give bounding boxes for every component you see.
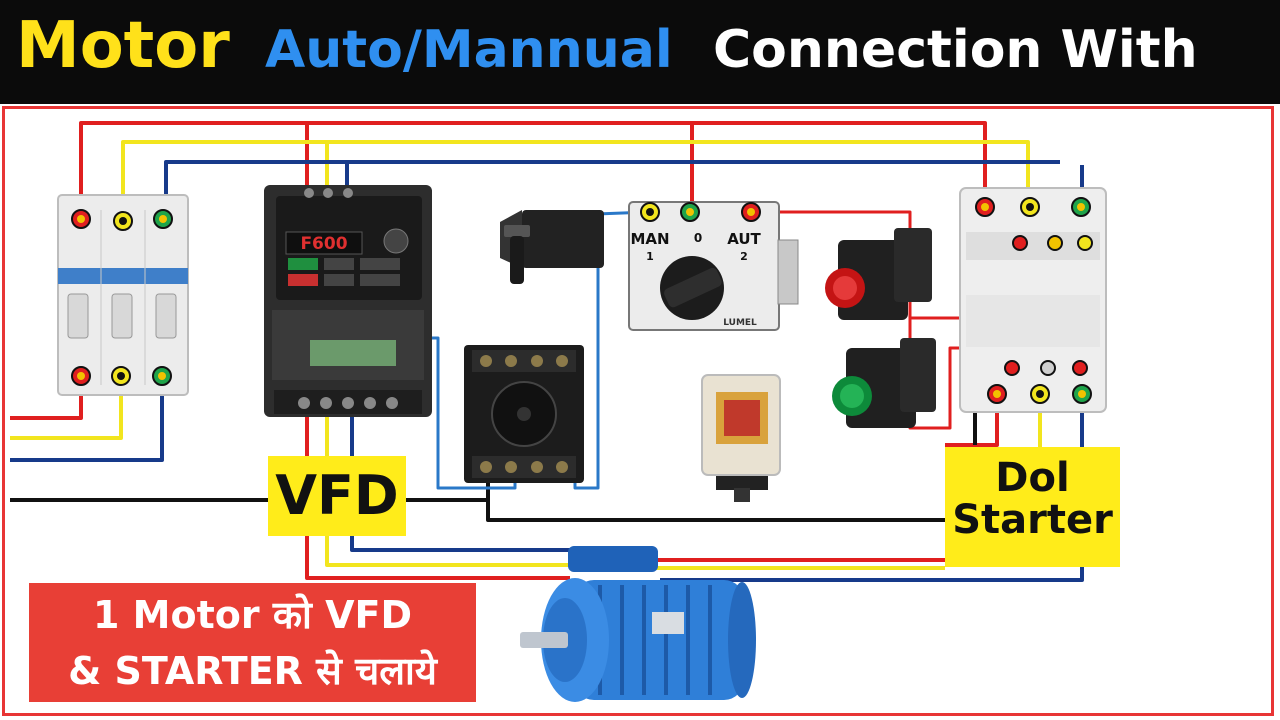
relay-base	[464, 345, 584, 483]
induction-motor	[520, 546, 756, 702]
dol-label-line2: Starter	[952, 497, 1113, 543]
dol-starter-label: Dol Starter	[945, 447, 1120, 567]
green-pushbutton	[832, 338, 936, 428]
selector-switch: MAN 0 AUT 1 2 LUMEL	[628, 201, 799, 331]
mcb-breaker	[57, 194, 189, 396]
yellow-wire-top	[121, 140, 1030, 215]
title-word-motor: Motor	[16, 9, 230, 83]
title-banner: Motor Auto/Mannual Connection With	[0, 0, 1280, 104]
dol-contactor	[959, 187, 1107, 413]
selector-label-aut: AUT	[727, 230, 761, 248]
ice-cube-relay	[701, 374, 781, 502]
red-wire-top	[79, 121, 987, 213]
vfd-out-blue	[350, 405, 580, 552]
diagram-frame	[2, 106, 1274, 716]
incoming-yellow	[10, 378, 123, 440]
dol-label-line1: Dol	[995, 455, 1070, 501]
vfd-label: VFD	[268, 456, 406, 536]
vfd-drive: F600	[264, 185, 432, 417]
promo-line1: 1 Motor को VFD	[93, 593, 412, 637]
promo-line2: & STARTER से चलाये	[68, 649, 437, 693]
vfd-display-readout: F600	[300, 234, 347, 254]
title-word-connection: Connection With	[713, 20, 1198, 80]
title-word-auto-manual: Auto/Mannual	[265, 20, 673, 80]
selector-label-man: MAN	[630, 230, 669, 248]
incoming-blue	[10, 378, 164, 462]
wires	[10, 121, 1084, 582]
black-control-wire	[406, 498, 945, 522]
selector-knob	[500, 210, 604, 284]
selector-brand: LUMEL	[723, 318, 757, 328]
red-pushbutton	[825, 228, 932, 320]
promo-box: 1 Motor को VFD & STARTER से चलाये	[29, 583, 476, 702]
selector-position-1: 1	[646, 250, 654, 263]
selector-label-off: 0	[694, 231, 702, 245]
selector-position-2: 2	[740, 250, 748, 263]
